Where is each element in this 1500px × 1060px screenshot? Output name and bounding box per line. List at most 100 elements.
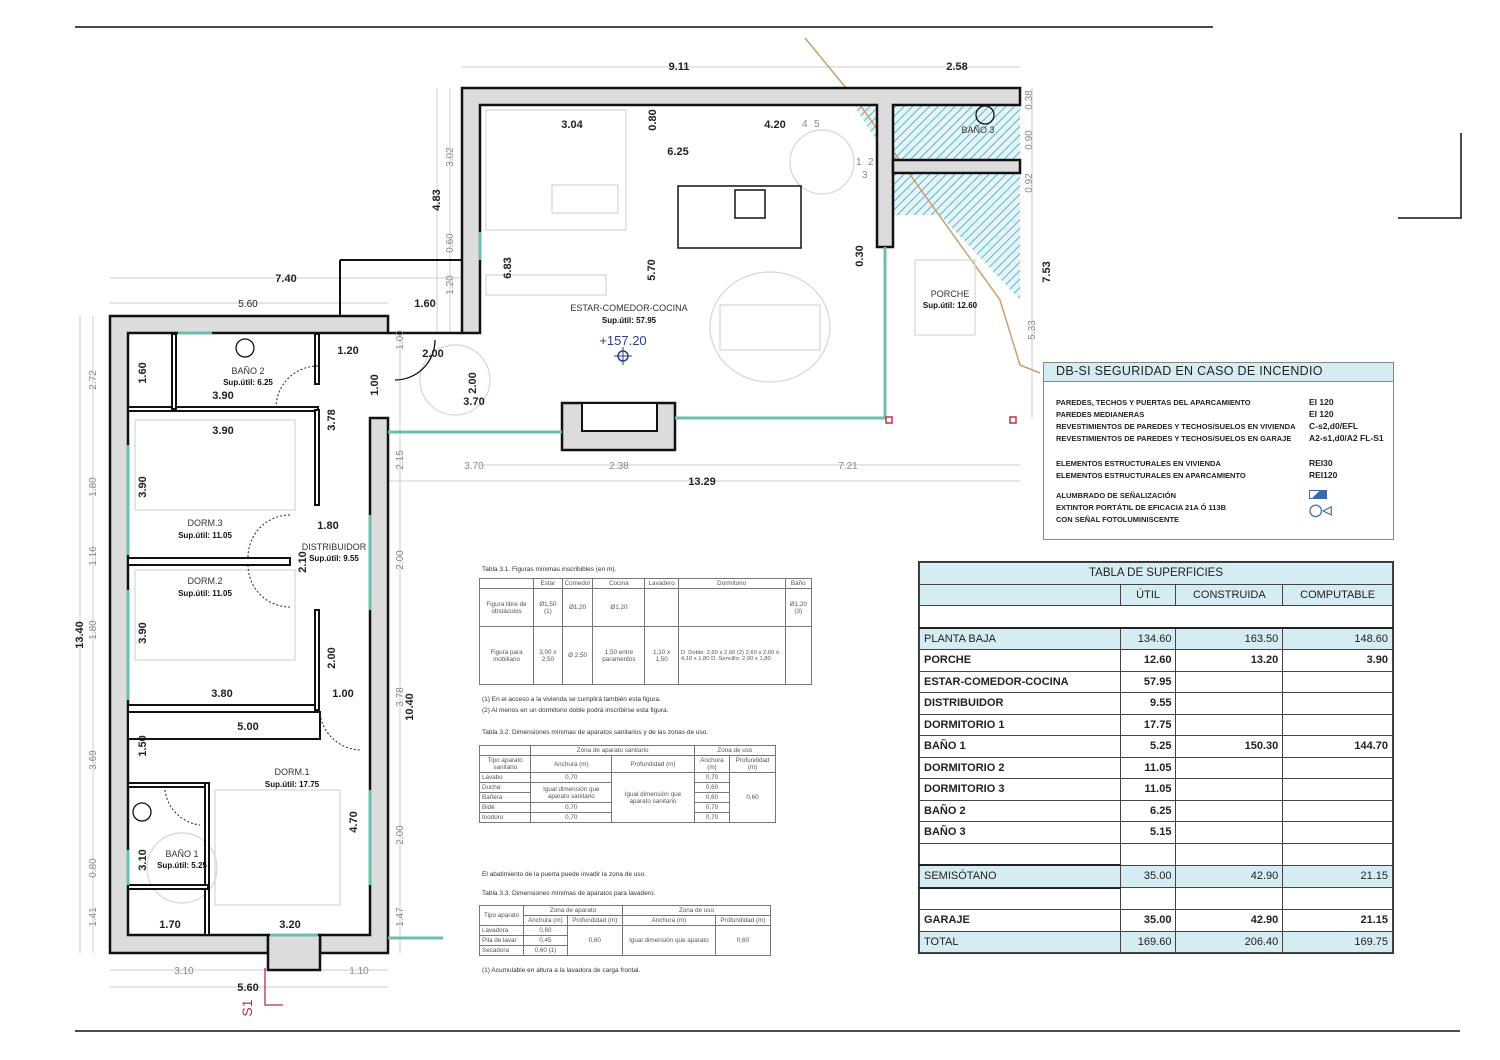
room-area: Sup.útil: 11.05 [178,589,232,598]
dimension-label: Ø 2,50 [561,626,594,685]
section-mark-label: S1 [239,999,255,1016]
room-name: BAÑO 2 [231,366,264,376]
dimension-label: 206.40 [1175,930,1284,953]
dimension-label: 10.40 [404,693,416,721]
dimension-label: PLANTA BAJA [919,627,1121,650]
dimension-label: 150.30 [1175,735,1284,758]
dimension-label: 0,60 [729,772,776,823]
dimension-label: 169.75 [1282,930,1393,953]
dimension-label [1175,713,1284,736]
dimension-label: 3.69 [88,750,99,770]
dimension-label: Ø1,20 (3) [784,588,813,627]
dimension-label: Figura para mobiliario [478,626,535,685]
dimension-label: Estar [533,578,563,589]
dimension-label: 3.10 [174,966,194,977]
dimension-label [478,578,535,589]
dimension-label: 0.60 [445,233,456,253]
dimension-label [1175,887,1284,910]
dimension-label: 4.83 [431,189,443,210]
dimension-label: 3.20 [279,919,300,931]
dimension-label: Lavabo [478,772,532,783]
dimension-label [1282,756,1393,779]
dimension-label: Profundidad (m) [729,755,776,773]
dimension-label: 6.25 [667,146,688,158]
dimension-label: Bidé [478,802,532,813]
dimension-label: 0,45 [523,935,568,946]
room-area: Sup.útil: 6.25 [223,378,273,387]
dimension-label: 3.02 [445,147,456,167]
dimension-label: CONSTRUIDA [1175,583,1284,606]
dimension-label: 3.90 [137,622,149,643]
dimension-label [1282,887,1393,910]
dimension-label: Anchura (m) [693,755,731,773]
room-area: Sup.útil: 9.55 [309,554,359,563]
dimension-label: 0.80 [88,858,99,878]
dimension-label [478,745,532,756]
dimension-label: Profundidad (m) [714,915,772,926]
dimension-label [1282,799,1393,822]
dimension-label: 2.00 [467,372,479,393]
dimension-label [1119,887,1177,910]
dimension-label [1282,713,1393,736]
dimension-label: 1,10 x 1,50 [644,626,679,685]
dimension-label: 0.38 [1024,90,1035,110]
dimension-label: Zona de uso [621,905,772,916]
legend-row: Revestimientos de paredes y techos/suelo… [1056,422,1296,431]
dimension-label: 7.21 [838,461,858,472]
dimension-label: 0,60 [714,925,772,956]
washbasin-icon [975,105,995,125]
dimension-label: Ø1,20 [592,588,646,627]
room-area: Sup.útil: 12.60 [923,301,978,310]
dimension-label: 0,70 [530,802,613,813]
dimension-label: 3.10 [137,849,149,870]
dimension-label: 1.20 [445,275,456,295]
dimension-label: Pila de lavar [478,935,525,946]
room-name: DORM.1 [274,767,309,777]
dimension-label: 2.00 [395,825,406,845]
dimension-label: 17.75 [1119,713,1177,736]
dimension-label [1282,821,1393,844]
dimension-label [1175,799,1284,822]
dimension-label: 0,70 [693,772,731,783]
dimension-label: 1.80 [88,477,99,497]
legend-row: con señal fotoluminiscente [1056,515,1180,524]
furniture [134,109,976,906]
dimension-label: 3.70 [463,396,484,408]
table32-note: El abatimiento de la puerta puede invadi… [482,871,647,878]
dimension-label: 13.29 [688,476,716,488]
dimension-label: 9.55 [1119,692,1177,715]
appliance-number: 3 [862,170,868,181]
dimension-label: Tipo aparato sanitario [478,755,532,773]
fire-marker [1009,416,1017,424]
dimension-label: Tipo aparato [478,905,525,926]
dimension-label: 1.00 [332,688,353,700]
dimension-labels: 9.11 2.58 0.38 0.90 0.92 7.53 5.33 3.04 … [74,61,1053,994]
legend-row: Elementos estructurales en vivienda [1056,459,1221,468]
glazing [126,232,887,940]
washbasin-icon [132,802,152,822]
dimension-label: 7.40 [275,273,296,285]
room-name: BAÑO 3 [961,125,994,135]
dimension-label: D. Doble: 2,60 x 2,60 (2) 2,60 x 2,60 ó … [677,626,786,685]
dimension-label: TOTAL [919,930,1121,953]
fire-safety-legend: DB-SI SEGURIDAD EN CASO DE INCENDIO Pare… [1043,362,1394,540]
elevation-target-icon [614,347,632,365]
dimension-label: Bañera [478,792,532,803]
dimension-label: 3.90 [1282,649,1393,672]
dimension-label [1175,842,1284,866]
dimension-label: 134.60 [1119,627,1177,650]
dimension-label: Anchura (m) [621,915,716,926]
elevation-label: +157.20 [599,333,646,348]
dimension-label: Anchura (m) [530,755,613,773]
dimension-label: 0,60 (1) [523,945,568,956]
dimension-label [1175,692,1284,715]
dimension-label: Ø1,20 [561,588,594,627]
room-name: BAÑO 1 [165,849,198,859]
dimension-label: DORMITORIO 3 [919,778,1121,801]
